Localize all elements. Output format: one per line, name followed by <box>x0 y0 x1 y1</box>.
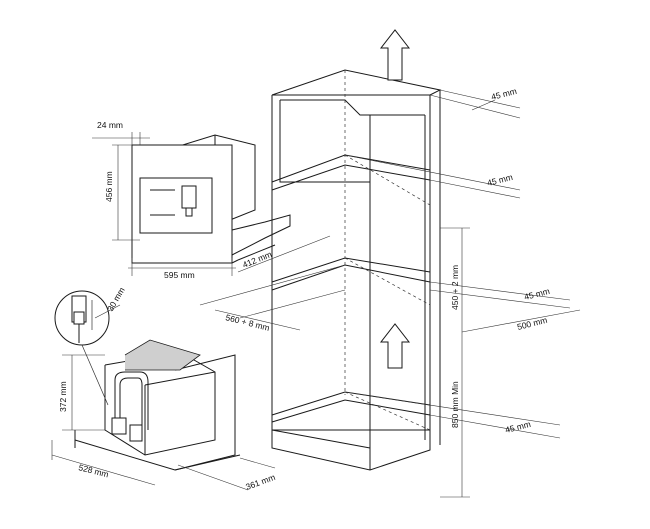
dim-label-30mm: 30 mm <box>105 285 127 313</box>
column-cabinet <box>271 69 442 471</box>
dim-label-top-gap: 45 mm <box>490 86 518 102</box>
dim-label-456mm: 456 mm <box>104 171 114 202</box>
dim-label-361mm: 361 mm <box>244 472 276 492</box>
dim-label-24mm: 24 mm <box>97 120 123 130</box>
dim-label-niche-height: 450 + 2 mm <box>450 265 460 310</box>
dim-label-niche-width: 560 + 8 mm <box>225 312 271 333</box>
dim-label-floor-height: 850 mm Min <box>450 381 460 428</box>
coffee-machine-drawing <box>131 134 291 264</box>
dim-label-niche-depth: 500 mm <box>516 315 548 332</box>
dimension-lines <box>51 89 581 498</box>
dim-label-mid-gap: 45 mm <box>486 172 514 188</box>
dim-label-595mm: 595 mm <box>164 270 195 280</box>
dim-label-372mm: 372 mm <box>58 381 68 412</box>
dim-label-528mm: 528 mm <box>78 462 110 479</box>
airflow-arrow-middle <box>379 323 411 369</box>
airflow-arrow-top <box>379 29 411 81</box>
dim-label-shelf-gap: 45 mm <box>523 286 551 302</box>
connection-detail-drawing <box>54 290 241 471</box>
